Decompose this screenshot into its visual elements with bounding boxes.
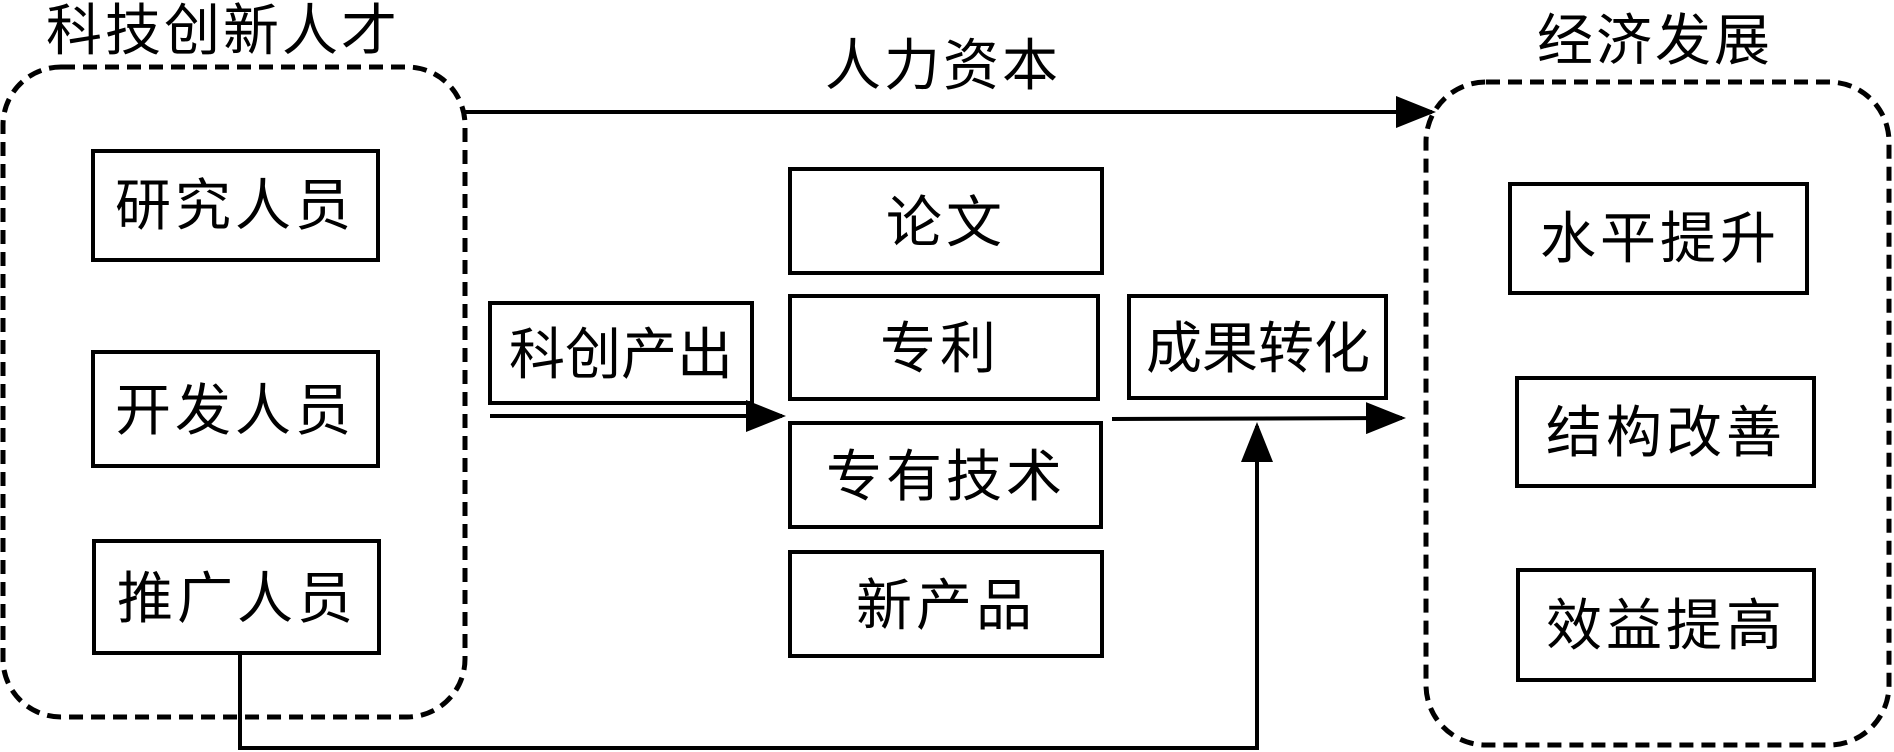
economy-item-level: 水平提升 [1508,182,1809,295]
transformation-arrow [1111,402,1406,435]
output-item-label: 专利 [880,317,1000,382]
economy-item-label: 结构改善 [1546,401,1786,466]
promoter-feedback-arrow [238,422,1273,750]
talent-group-container [0,64,468,720]
output-item-new-products: 新产品 [788,550,1104,658]
economy-item-efficiency: 效益提高 [1516,568,1816,682]
economy-item-label: 水平提升 [1540,207,1780,272]
sci-output-label: 科创产出 [509,323,733,388]
output-item-proprietary-tech: 专有技术 [788,421,1103,529]
human-capital-label: 人力资本 [825,34,1061,99]
talent-item-label: 开发人员 [115,379,355,444]
output-item-patents: 专利 [788,294,1100,401]
economy-item-structure: 结构改善 [1515,376,1816,488]
output-item-label: 新产品 [856,574,1036,639]
talent-group-title: 科技创新人才 [46,0,400,64]
output-item-papers: 论文 [788,167,1104,275]
output-item-label: 专有技术 [826,445,1066,510]
talent-item-label: 推广人员 [117,567,357,632]
talent-item-developers: 开发人员 [91,350,380,468]
talent-item-label: 研究人员 [115,174,355,239]
transformation-box: 成果转化 [1127,294,1388,400]
talent-item-promoters: 推广人员 [92,539,381,655]
economy-group-container [1423,79,1892,748]
output-item-label: 论文 [886,191,1006,256]
sci-output-box: 科创产出 [488,301,754,405]
economy-item-label: 效益提高 [1546,594,1786,659]
economy-group-title: 经济发展 [1537,9,1773,74]
talent-item-researchers: 研究人员 [91,149,380,262]
transformation-label: 成果转化 [1146,317,1370,382]
